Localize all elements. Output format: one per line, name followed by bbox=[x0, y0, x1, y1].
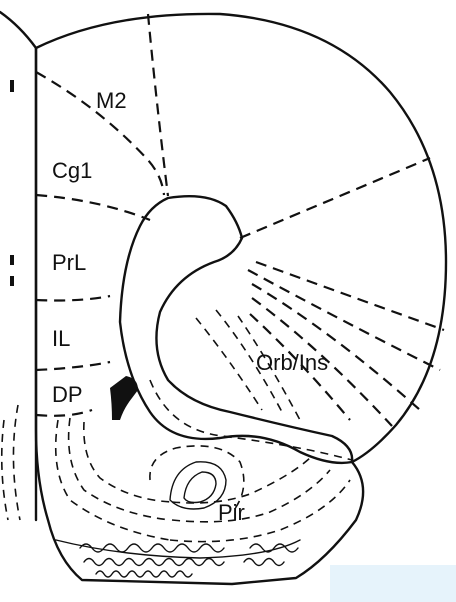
dorsal-borders bbox=[148, 14, 430, 238]
white-matter-body bbox=[120, 196, 352, 463]
label-prl: PrL bbox=[52, 250, 86, 275]
medial-borders bbox=[36, 72, 164, 416]
glare-band bbox=[330, 565, 456, 602]
orb-ins-striations bbox=[196, 262, 444, 426]
label-orb-ins: Orb/Ins bbox=[256, 350, 328, 375]
label-pir: Pir bbox=[218, 500, 245, 525]
lesion-marker bbox=[110, 376, 138, 420]
label-il: IL bbox=[52, 326, 70, 351]
label-dp: DP bbox=[52, 382, 83, 407]
cell-texture-band bbox=[80, 544, 298, 577]
label-cg1: Cg1 bbox=[52, 158, 92, 183]
label-m2: M2 bbox=[96, 88, 127, 113]
left-hemisphere-remnant bbox=[0, 12, 36, 520]
